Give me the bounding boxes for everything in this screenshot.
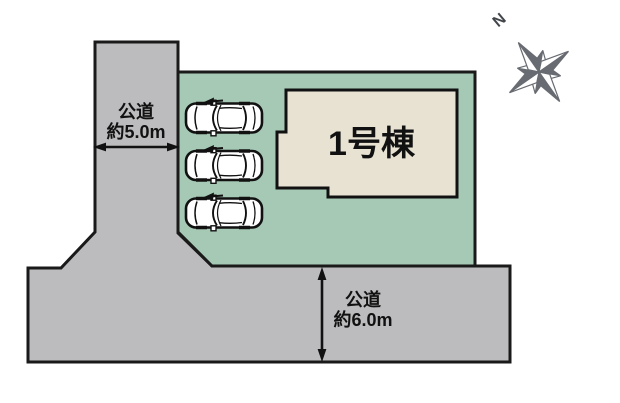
car-top-view: [184, 145, 264, 186]
building-label: 1号棟: [328, 125, 415, 163]
parking-cars: [184, 97, 264, 233]
dimension-arrow-west: [93, 142, 180, 152]
car-direction-arrow: [204, 97, 224, 105]
road-south-name: 公道: [345, 290, 381, 310]
compass-rose-icon: [509, 42, 569, 102]
car-direction-arrow: [204, 145, 224, 153]
road-west-name: 公道: [118, 102, 154, 122]
road-west-width: 約5.0m: [106, 122, 166, 142]
building-footprint: [275, 88, 459, 199]
car-direction-arrow: [204, 192, 224, 200]
road-width-label-south: 公道 約6.0m: [321, 290, 405, 330]
road-south-width: 約6.0m: [333, 310, 393, 330]
car-top-view: [184, 193, 264, 233]
road-width-label-west: 公道 約5.0m: [92, 102, 180, 142]
dimension-arrow-south: [317, 267, 327, 362]
car-top-view: [184, 98, 264, 138]
